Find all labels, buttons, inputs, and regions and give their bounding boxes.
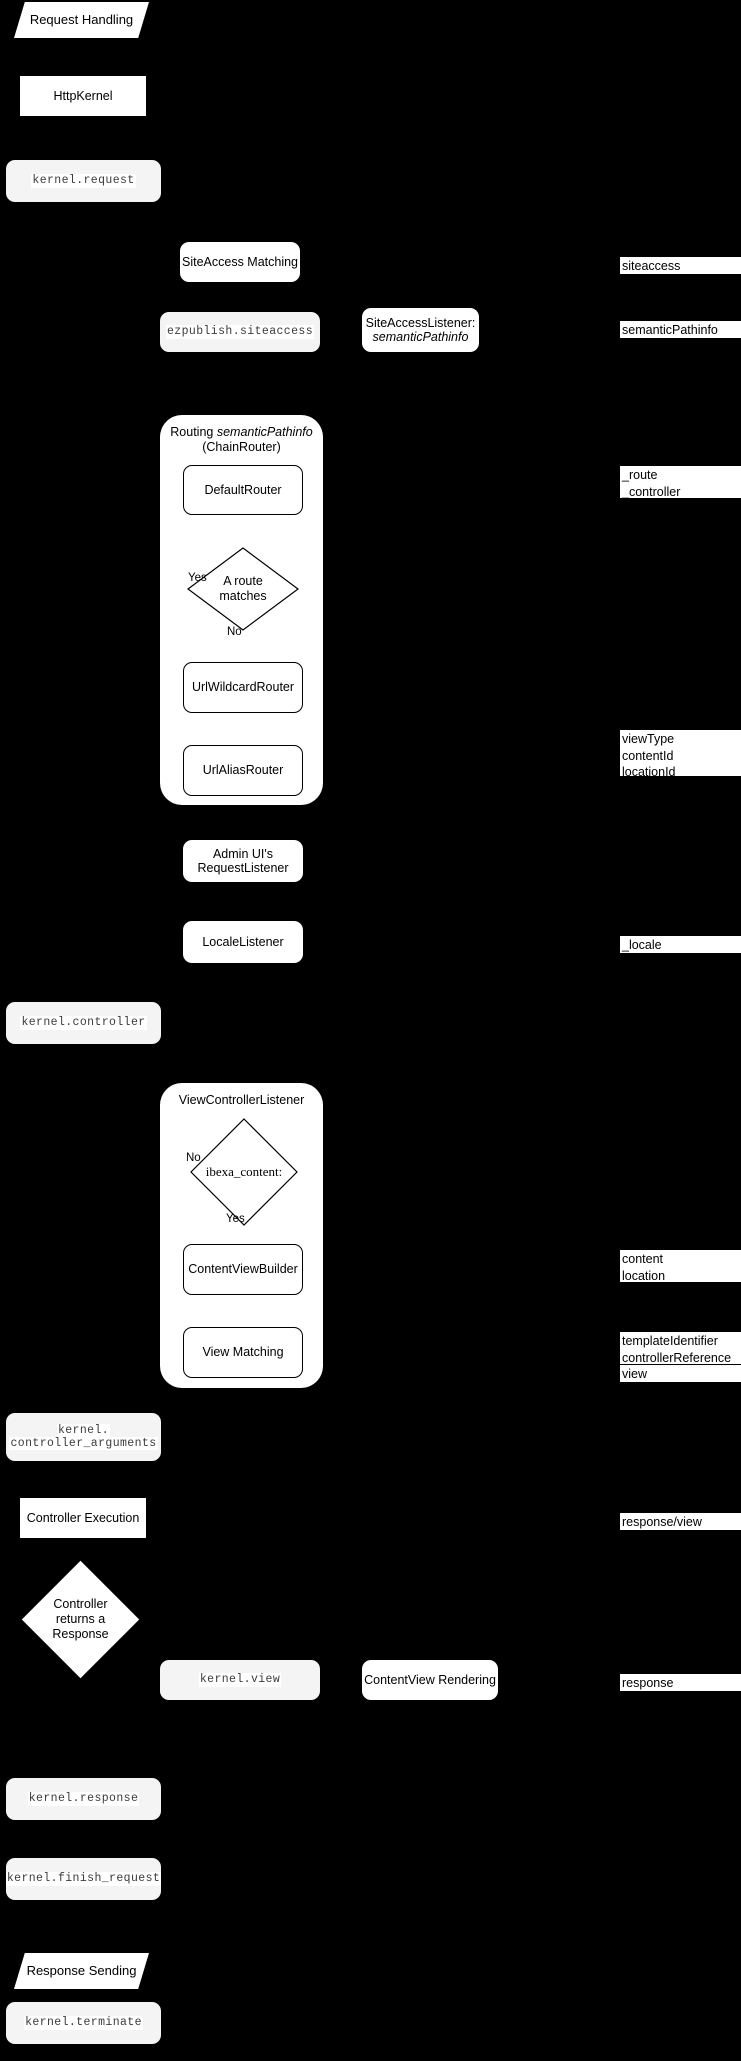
varbox-semanticpathinfo: semanticPathinfo xyxy=(620,320,741,339)
controller-decision-line3: Response xyxy=(52,1627,109,1642)
varbox-route-controller-line-1: _controller xyxy=(622,484,681,499)
routing-title-prefix: Routing xyxy=(170,425,217,439)
edge-label-ibexa-no: No xyxy=(186,1152,201,1164)
event-kernel-controller-arguments-line1: kernel. xyxy=(56,1423,111,1437)
decision-ibexa-content: ibexa_content: xyxy=(190,1118,298,1226)
event-kernel-finish-request: kernel.finish_request xyxy=(5,1858,162,1900)
varbox-view-only-line-0: view xyxy=(622,1367,648,1381)
varbox-view: view xyxy=(620,1364,741,1383)
varbox-template-controller-reference: templateIdentifier controllerReference xyxy=(620,1331,741,1365)
varbox-semanticpathinfo-line-0: semanticPathinfo xyxy=(622,323,718,337)
varbox-view-line-1: contentId xyxy=(622,748,674,763)
varbox-locale: _locale xyxy=(620,935,741,954)
node-content-view-builder: ContentViewBuilder xyxy=(183,1244,303,1295)
siteaccess-listener-line1: SiteAccessListener: xyxy=(365,315,476,330)
decision-controller-returns-response-label: Controller returns a Response xyxy=(22,1578,139,1661)
routing-title-line2: (ChainRouter) xyxy=(202,440,281,454)
admin-ui-line2: RequestListener xyxy=(197,861,289,875)
varbox-view-line-2: locationId xyxy=(622,765,676,779)
event-kernel-terminate: kernel.terminate xyxy=(6,2002,161,2044)
varbox-response-view: response/view xyxy=(620,1512,741,1531)
varbox-viewtype-contentid-locationid: viewType contentId locationId xyxy=(620,729,741,779)
event-kernel-view-label: kernel.view xyxy=(198,1673,282,1687)
event-kernel-request: kernel.request xyxy=(6,160,161,202)
varbox-content-location-line-0: content xyxy=(622,1252,664,1266)
varbox-locale-line-0: _locale xyxy=(622,938,662,952)
varbox-content-location-line-1: location xyxy=(622,1268,666,1283)
controller-decision-line1: Controller xyxy=(53,1596,108,1611)
banner-response-sending: Response Sending xyxy=(14,1953,149,1989)
controller-decision-line2: returns a xyxy=(55,1611,106,1626)
event-kernel-finish-request-label: kernel.finish_request xyxy=(5,1872,162,1886)
varbox-siteaccess-line-0: siteaccess xyxy=(622,259,681,273)
group-view-controller-title: ViewControllerListener xyxy=(178,1093,305,1107)
varbox-view-line-0: viewType xyxy=(622,732,675,746)
varbox-response-line-0: response xyxy=(622,1676,674,1690)
varbox-template-line-0: templateIdentifier xyxy=(622,1334,718,1348)
edge-label-route-no: No xyxy=(227,626,242,638)
event-kernel-controller-arguments: kernel. controller_arguments xyxy=(6,1413,161,1461)
varbox-response: response xyxy=(620,1673,741,1692)
node-controller-execution: Controller Execution xyxy=(20,1498,146,1538)
edge-label-route-yes: Yes xyxy=(188,572,207,584)
admin-ui-line1: Admin UI's xyxy=(212,846,274,861)
event-kernel-terminate-label: kernel.terminate xyxy=(24,2016,143,2030)
node-default-router: DefaultRouter xyxy=(183,465,303,515)
event-kernel-response: kernel.response xyxy=(6,1778,161,1820)
event-kernel-controller-arguments-line2: controller_arguments xyxy=(9,1437,158,1451)
group-routing-title: Routing semanticPathinfo (ChainRouter) xyxy=(160,425,323,455)
varbox-route-controller: _route _controller xyxy=(620,465,741,499)
node-locale-listener: LocaleListener xyxy=(183,921,303,963)
node-contentview-rendering: ContentView Rendering xyxy=(362,1660,498,1700)
event-kernel-controller-label: kernel.controller xyxy=(20,1016,147,1030)
banner-request-handling: Request Handling xyxy=(14,2,149,38)
node-siteaccess-listener: SiteAccessListener: semanticPathinfo xyxy=(362,308,479,352)
siteaccess-listener-line2: semanticPathinfo xyxy=(372,330,469,344)
varbox-template-line-1: controllerReference xyxy=(622,1350,732,1365)
node-http-kernel: HttpKernel xyxy=(20,76,146,116)
varbox-response-view-line-0: response/view xyxy=(622,1515,702,1529)
event-kernel-controller: kernel.controller xyxy=(6,1002,161,1044)
node-url-wildcard-router: UrlWildcardRouter xyxy=(183,662,303,713)
varbox-siteaccess: siteaccess xyxy=(620,256,741,275)
event-kernel-view: kernel.view xyxy=(160,1660,320,1700)
event-ezpublish-siteaccess: ezpublish.siteaccess xyxy=(160,312,320,352)
event-kernel-request-label: kernel.request xyxy=(31,174,136,188)
edge-label-ibexa-yes: Yes xyxy=(226,1213,245,1225)
routing-title-italic: semanticPathinfo xyxy=(216,425,313,439)
node-siteaccess-matching: SiteAccess Matching xyxy=(180,242,300,282)
event-ezpublish-siteaccess-label: ezpublish.siteaccess xyxy=(165,325,315,339)
node-url-alias-router: UrlAliasRouter xyxy=(183,745,303,796)
decision-route-matches: A route matches xyxy=(187,547,299,631)
node-view-matching: View Matching xyxy=(183,1327,303,1378)
node-admin-ui-request-listener: Admin UI's RequestListener xyxy=(183,840,303,882)
varbox-route-controller-line-0: _route xyxy=(622,468,658,482)
varbox-content-location: content location xyxy=(620,1249,741,1283)
event-kernel-response-label: kernel.response xyxy=(27,1792,140,1806)
